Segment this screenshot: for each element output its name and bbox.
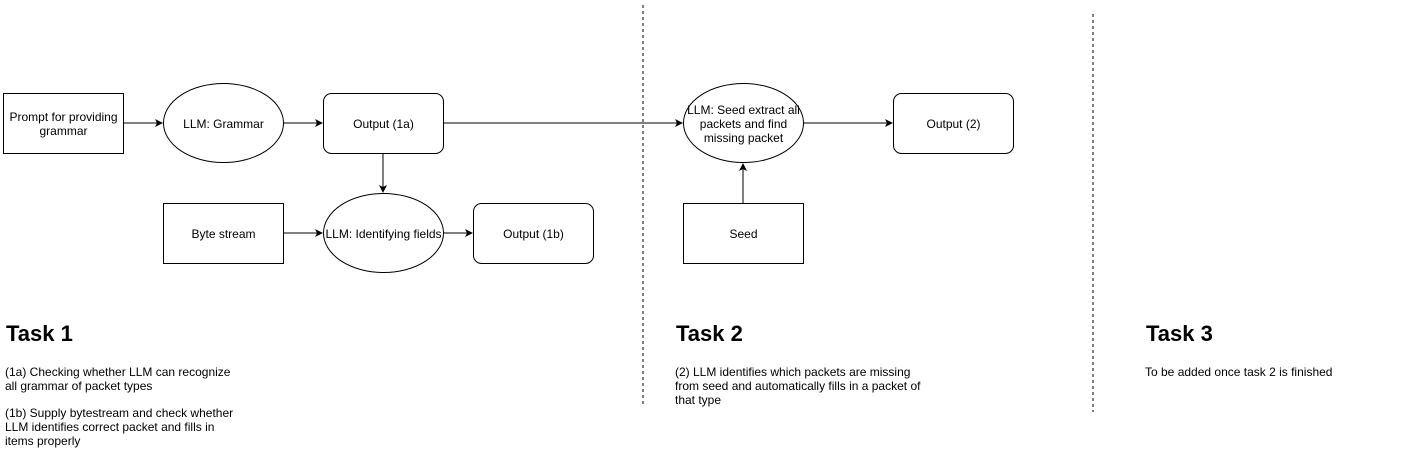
task-1-desc-1a: (1a) Checking whether LLM can recognize … xyxy=(5,365,231,393)
llm-grammar-label: LLM: Grammar xyxy=(183,116,264,131)
seed-box xyxy=(683,203,804,264)
llm-seed-label: LLM: Seed extract all packets and find m… xyxy=(687,102,800,145)
output-1a-box xyxy=(323,93,444,154)
llm-grammar-ellipse xyxy=(163,83,284,163)
task-1-desc-1b: (1b) Supply bytestream and check whether… xyxy=(5,406,234,448)
llm-seed-ellipse xyxy=(683,83,804,163)
task-3-desc: To be added once task 2 is finished xyxy=(1145,365,1333,379)
seed-label: Seed xyxy=(729,226,758,241)
byte-stream-label: Byte stream xyxy=(191,226,256,241)
output-2-label: Output (2) xyxy=(926,116,981,131)
output-1a-label: Output (1a) xyxy=(353,116,414,131)
output-1b-label: Output (1b) xyxy=(503,226,564,241)
llm-identify-ellipse xyxy=(323,193,444,273)
llm-identify-label: LLM: Identifying fields xyxy=(325,226,442,241)
output-1b-box xyxy=(473,203,594,264)
task-3-title: Task 3 xyxy=(1146,321,1213,346)
prompt-label: Prompt for providing grammar xyxy=(9,109,118,138)
task-1-title: Task 1 xyxy=(6,321,73,346)
task-2-desc: (2) LLM identifies which packets are mis… xyxy=(675,365,921,407)
prompt-box xyxy=(3,93,124,154)
task-2-title: Task 2 xyxy=(676,321,743,346)
output-2-box xyxy=(893,93,1014,154)
byte-stream-box xyxy=(163,203,284,264)
